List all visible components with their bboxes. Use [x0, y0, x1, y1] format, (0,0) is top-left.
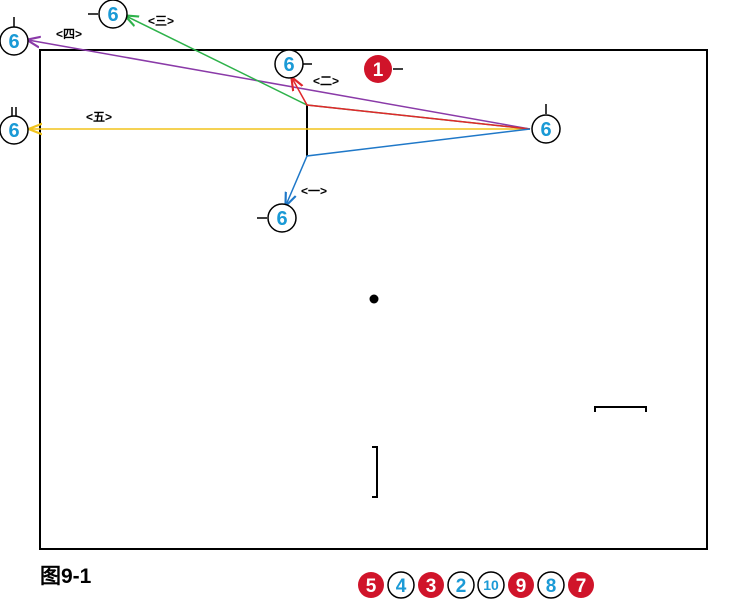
legend-piece-label: 4	[396, 576, 407, 597]
route-label-2: <二>	[313, 74, 339, 88]
route-label-3: <三>	[148, 14, 174, 28]
legend-piece-5: 5	[358, 572, 384, 598]
board-frame	[39, 49, 708, 550]
route-line-2	[292, 78, 531, 130]
legend-piece-disc	[358, 572, 384, 598]
node-disc	[364, 55, 392, 83]
route-label-1: <一>	[301, 184, 327, 198]
node-main: 6	[531, 104, 561, 144]
node-target-5: 6	[0, 107, 29, 145]
legend-piece-label: 5	[366, 576, 377, 597]
node-label: 6	[107, 4, 118, 26]
node-target-3: 6	[88, 0, 128, 29]
legend-piece-disc	[568, 572, 594, 598]
legend-piece-disc	[447, 571, 475, 599]
bracket-bottom	[372, 446, 378, 498]
route-line-3	[126, 16, 531, 130]
route-label-4: <四>	[56, 27, 82, 41]
node-label: 1	[373, 60, 384, 81]
route-label-5: <五>	[86, 110, 112, 124]
node-target-1: 6	[257, 203, 297, 233]
legend-piece-disc	[508, 572, 534, 598]
node-target-2: 6	[274, 49, 312, 79]
legend-piece-label: 8	[546, 576, 557, 597]
node-ring	[531, 114, 561, 144]
legend-piece-label: 3	[426, 576, 437, 597]
legend-piece-label: 9	[516, 576, 527, 597]
legend-piece-9: 9	[508, 572, 534, 598]
route-line-4	[28, 40, 531, 130]
node-label: 6	[540, 119, 551, 141]
legend-piece-disc	[537, 571, 565, 599]
route-line-1	[286, 128, 531, 205]
legend-piece-10: 10	[477, 571, 505, 599]
legend-piece-7: 7	[568, 572, 594, 598]
legend-piece-8: 8	[537, 571, 565, 599]
node-label: 6	[8, 120, 19, 142]
node-label: 6	[276, 208, 287, 230]
node-ring	[98, 0, 128, 29]
legend-piece-3: 3	[418, 572, 444, 598]
node-ring	[0, 115, 29, 145]
node-label: 6	[283, 54, 294, 76]
legend-piece-disc	[477, 571, 505, 599]
figure-caption: 图9-1	[40, 565, 92, 588]
center-dot	[369, 294, 379, 304]
legend-piece-4: 4	[387, 571, 415, 599]
legend-piece-2: 2	[447, 571, 475, 599]
bracket-right	[594, 406, 647, 412]
legend-piece-label: 2	[456, 576, 467, 597]
node-ring	[274, 49, 304, 79]
legend-piece-label: 7	[576, 576, 587, 597]
legend-piece-disc	[387, 571, 415, 599]
node-red-top: 1	[364, 55, 403, 83]
route-lines	[28, 16, 531, 205]
node-label: 6	[8, 31, 19, 53]
node-ring	[267, 203, 297, 233]
node-target-4: 6	[0, 17, 29, 56]
legend-piece-label: 10	[483, 577, 499, 593]
legend-piece-disc	[418, 572, 444, 598]
node-ring	[0, 26, 29, 56]
